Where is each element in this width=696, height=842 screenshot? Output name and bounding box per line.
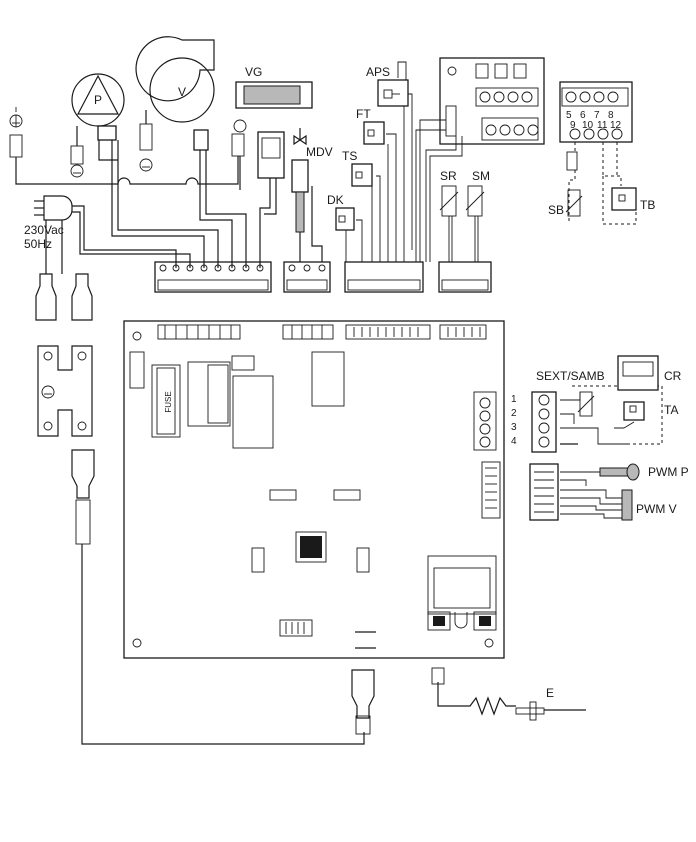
terminal-number: 5 — [566, 110, 572, 121]
pwm-fan-label: PWM V — [636, 502, 677, 516]
room-thermostat-ta: TA — [614, 401, 678, 429]
sb-label: SB — [548, 203, 564, 217]
ta-label: TA — [664, 403, 678, 417]
aps-label: APS — [366, 65, 390, 79]
diverter-valve-label: MDV — [306, 145, 333, 159]
harness-connector-sensors — [344, 261, 424, 293]
harness-connector-main — [154, 261, 272, 293]
power-frequency-label: 50Hz — [24, 237, 52, 251]
air-pressure-switch: APS — [366, 65, 409, 107]
sext-samb-label: SEXT/SAMB — [536, 369, 605, 383]
flow-thermostat: FT — [356, 107, 385, 145]
terminal-number: 2 — [511, 408, 517, 419]
board-connector-side — [356, 547, 370, 573]
pwm-connector — [529, 463, 559, 521]
wiring — [15, 61, 628, 745]
terminal-number: 12 — [610, 120, 622, 131]
board-chip — [333, 489, 361, 501]
terminal-number: 7 — [594, 110, 600, 121]
external-terminal-block: 1 2 3 4 — [511, 391, 557, 453]
gas-valve: VG — [233, 65, 313, 133]
electrode-label: E — [546, 686, 554, 700]
board-mount-hole — [484, 638, 494, 648]
cr-label: CR — [664, 369, 682, 383]
board-connector-bottom — [279, 619, 313, 637]
mains-earth-terminal-block — [37, 345, 93, 437]
terminal-block-main — [439, 57, 545, 145]
terminal-number: 10 — [582, 120, 594, 131]
sensor-sb: SB — [548, 142, 583, 224]
control-board: FUSE — [123, 320, 505, 659]
safety-thermostat: TS — [342, 149, 373, 187]
harness-connector-sr-sm — [438, 261, 492, 293]
ft-label: FT — [356, 107, 371, 121]
transformer — [311, 351, 345, 407]
fuse-label: FUSE — [164, 391, 173, 412]
board-connector-top-mid — [282, 324, 334, 340]
mains-spade-lower — [71, 449, 95, 545]
terminal-number: 9 — [570, 120, 576, 131]
pwm-pump-label: PWM P — [648, 465, 689, 479]
terminal-number: 3 — [511, 422, 517, 433]
fan: V — [135, 36, 215, 123]
power-plug: 230Vac 50Hz — [24, 195, 73, 251]
sm-label: SM — [472, 169, 490, 183]
earth-symbol-left — [9, 107, 23, 158]
diverter-valve: MDV — [291, 128, 333, 233]
electrode-spade — [351, 667, 445, 735]
relay-1 — [187, 361, 231, 427]
fuse-holder — [151, 364, 181, 438]
board-connector-right — [473, 391, 497, 451]
earth-symbol-pump — [70, 145, 84, 178]
sensor-sr: SR — [439, 169, 459, 217]
board-connector-pwm — [481, 461, 501, 519]
board-component — [129, 351, 145, 389]
terminal-number: 8 — [608, 110, 614, 121]
fan-label: V — [178, 85, 186, 99]
pwm-pump-cable: PWM P — [599, 463, 689, 481]
terminal-number: 1 — [511, 394, 517, 405]
pump: P — [71, 73, 125, 141]
terminal-number: 6 — [580, 110, 586, 121]
board-connector-top-left — [157, 324, 241, 340]
pump-connector — [97, 125, 117, 141]
tb-label: TB — [640, 198, 655, 212]
microcontroller — [295, 531, 327, 563]
power-voltage-label: 230Vac — [24, 223, 64, 237]
pwm-fan-connector: PWM V — [621, 489, 677, 521]
ignition-module — [427, 555, 497, 615]
harness-connector-mdv — [283, 261, 331, 293]
gas-valve-coil-connector — [193, 129, 245, 157]
ts-label: TS — [342, 149, 357, 163]
board-connector-top-right1 — [345, 324, 431, 340]
dk-label: DK — [327, 193, 344, 207]
dk-switch: DK — [327, 193, 355, 231]
board-component — [231, 355, 255, 371]
earth-symbol-fan — [139, 123, 153, 172]
ignition-electrode: E — [515, 686, 586, 721]
board-chip — [269, 489, 297, 501]
sensor-tb: TB — [602, 142, 655, 225]
remote-control-cr: CR — [617, 355, 682, 391]
gas-valve-label: VG — [245, 65, 262, 79]
sr-label: SR — [440, 169, 457, 183]
terminal-block-sb-tb: 5 6 7 8 9 10 11 12 — [559, 81, 633, 143]
vg-connector — [257, 131, 285, 179]
board-connector-top-right2 — [439, 324, 487, 340]
pump-label: P — [94, 93, 102, 107]
mains-spade-terminals — [35, 273, 93, 321]
sensor-sm: SM — [465, 169, 490, 217]
board-mount-hole — [132, 331, 142, 341]
external-sensor — [572, 385, 663, 445]
terminal-number: 11 — [597, 120, 608, 131]
terminal-number: 4 — [511, 436, 517, 447]
relay-2 — [232, 375, 274, 449]
board-connector-side — [251, 547, 265, 573]
board-mount-hole — [132, 638, 142, 648]
